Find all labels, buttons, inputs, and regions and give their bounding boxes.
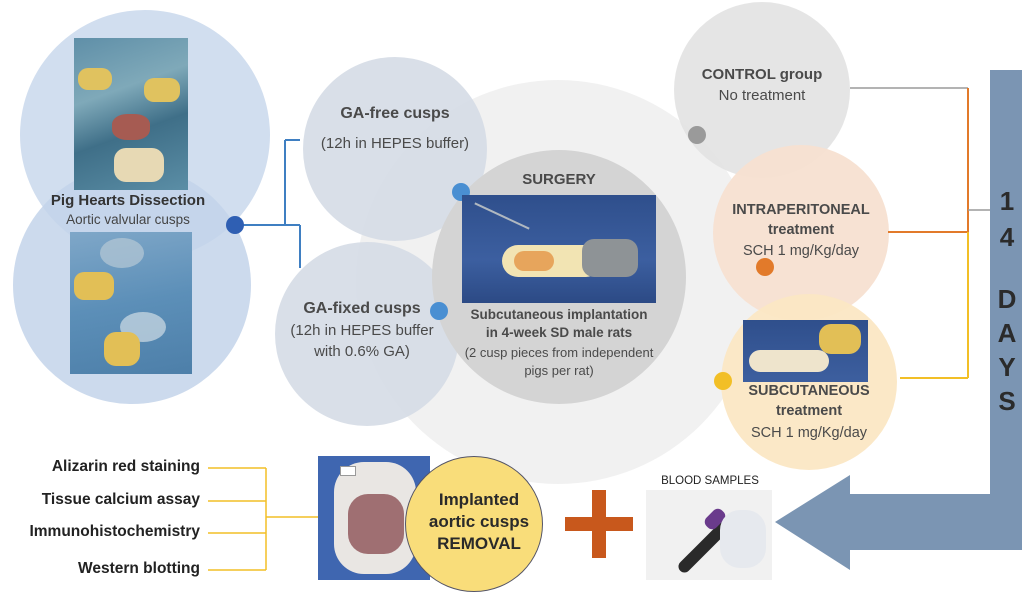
ga-fixed-title: GA-fixed cusps [303,300,421,317]
subcutaneous-title1: SUBCUTANEOUS [748,383,870,399]
control-title: CONTROL group [701,66,823,83]
subcutaneous-title2: treatment [775,403,843,419]
dissection-photo-bottom [70,232,192,374]
plus-icon-vertical [592,490,606,558]
intraperitoneal-circle [713,145,889,321]
dissection-title: Pig Hearts Dissection [50,192,206,209]
days-char-a: A [997,318,1017,348]
removal-line2: aortic cusps [428,512,530,531]
removal-line1: Implanted [438,490,520,509]
ga-fixed-line2: with 0.6% GA) [314,343,410,360]
analysis-western-blotting: Western blotting [78,560,200,577]
intraperitoneal-title2: treatment [767,222,835,238]
surgery-line4: pigs per rat) [524,363,594,378]
control-dot [688,126,706,144]
days-char-y: Y [998,352,1016,382]
dissection-subtitle: Aortic valvular cusps [66,212,190,227]
blood-samples-photo [646,490,772,580]
intraperitoneal-dose: SCH 1 mg/Kg/day [742,243,860,259]
days-char-1: 1 [999,186,1015,216]
ga-fixed-line1: (12h in HEPES buffer [290,322,434,339]
intraperitoneal-dot [756,258,774,276]
analysis-calcium: Tissue calcium assay [41,491,200,508]
intraperitoneal-title1: INTRAPERITONEAL [732,202,870,218]
days-char-d: D [997,284,1017,314]
dissection-photo-top [74,38,188,190]
subcutaneous-dot [714,372,732,390]
ga-fixed-circle [275,242,459,426]
surgery-title: SURGERY [522,171,596,188]
surgery-line1: Subcutaneous implantation [470,307,648,322]
surgery-photo [462,195,656,303]
dissection-dot [226,216,244,234]
removal-ellipse [405,456,543,592]
subcutaneous-dose: SCH 1 mg/Kg/day [750,425,868,441]
ga-free-detail: (12h in HEPES buffer) [320,135,470,152]
ga-free-title: GA-free cusps [340,105,450,122]
days-char-s: S [998,386,1016,416]
analysis-immunohistochemistry: Immunohistochemistry [29,523,200,540]
blood-samples-label: BLOOD SAMPLES [661,475,759,487]
removal-line3: REMOVAL [437,534,521,553]
surgery-line2: in 4-week SD male rats [485,325,633,340]
analysis-alizarin: Alizarin red staining [51,458,200,475]
subcutaneous-photo [743,320,868,382]
surgery-line3: (2 cusp pieces from independent [464,345,654,360]
days-char-4: 4 [999,222,1015,252]
removal-photo [318,456,430,580]
control-detail: No treatment [718,87,806,104]
ga-fixed-dot [430,302,448,320]
